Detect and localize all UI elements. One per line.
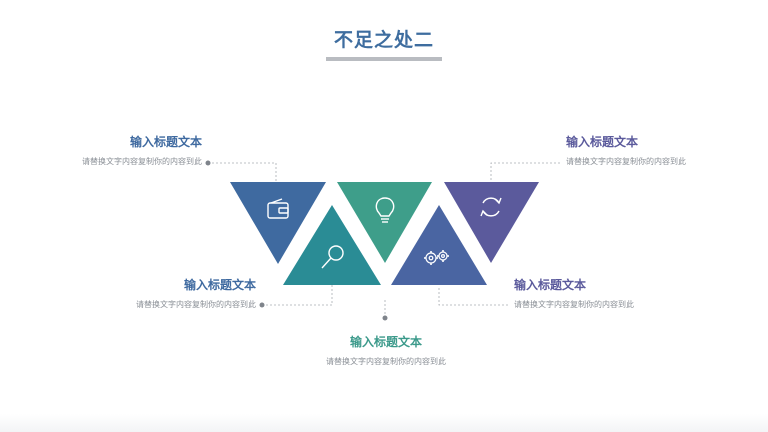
connector-2 (262, 285, 333, 306)
triangle-4 (391, 205, 487, 285)
triangle-5 (444, 182, 539, 263)
connector-4 (438, 288, 510, 306)
connector-dot-1 (205, 160, 211, 166)
wallet-icon (267, 198, 289, 219)
triangle-1 (230, 182, 326, 264)
item-5-heading: 输入标题文本 (566, 135, 639, 149)
gears-icon (424, 250, 449, 265)
item-5-block: 输入标题文本 请替换文字内容复制你的内容到此 (566, 133, 686, 167)
connector-dot-2 (259, 302, 265, 308)
connector-5 (490, 162, 560, 184)
connector-1 (208, 162, 277, 184)
item-2-desc: 请替换文字内容复制你的内容到此 (136, 300, 256, 309)
refresh-icon (480, 197, 502, 217)
item-4-heading: 输入标题文本 (514, 278, 587, 292)
connector-dot-3 (382, 315, 388, 321)
page-title: 不足之处二 (333, 29, 434, 51)
triangle-2 (283, 205, 381, 285)
lightbulb-icon (375, 197, 395, 223)
item-3-block: 输入标题文本 请替换文字内容复制你的内容到此 (308, 333, 464, 367)
item-4-desc: 请替换文字内容复制你的内容到此 (514, 300, 634, 309)
item-2-block: 输入标题文本 请替换文字内容复制你的内容到此 (136, 276, 256, 310)
item-3-desc: 请替换文字内容复制你的内容到此 (326, 357, 446, 366)
bottom-band (0, 414, 768, 432)
item-3-heading: 输入标题文本 (349, 335, 422, 349)
item-1-desc: 请替换文字内容复制你的内容到此 (82, 157, 202, 166)
magnifier-icon (321, 245, 344, 269)
item-5-desc: 请替换文字内容复制你的内容到此 (566, 157, 686, 166)
item-1-block: 输入标题文本 请替换文字内容复制你的内容到此 (82, 133, 202, 167)
item-1-heading: 输入标题文本 (129, 135, 202, 149)
title-underline (326, 57, 442, 61)
item-2-heading: 输入标题文本 (183, 278, 256, 292)
item-4-block: 输入标题文本 请替换文字内容复制你的内容到此 (514, 276, 634, 310)
